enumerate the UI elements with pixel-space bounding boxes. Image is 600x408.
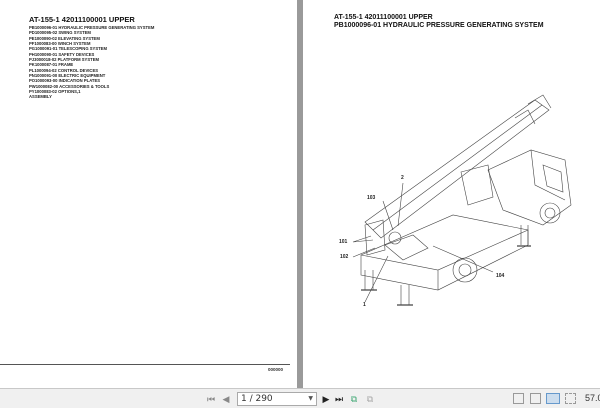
continuous-facing-icon[interactable] [565,393,576,404]
footer-divider [0,364,290,365]
callout-2: 2 [401,175,404,181]
single-page-icon[interactable] [513,393,524,404]
left-page-title: AT-155-1 42011100001 UPPER [29,15,135,24]
page-number-input[interactable]: 1 / 290 ▼ [237,392,317,406]
facing-icon[interactable] [546,393,560,404]
list-item[interactable]: PO1000093-00 INDICATION PLATES [29,78,101,84]
list-item[interactable]: PL1000094-02 CONTROL DEVICES [29,67,99,73]
callout-101: 101 [339,239,348,245]
right-page-subtitle: PB1000096-01 HYDRAULIC PRESSURE GENERATI… [334,22,544,29]
list-item[interactable]: PJ3000018-02 PLATFORM SYSTEM [29,57,99,63]
contents-list: PB1000096-01 HYDRAULIC PRESSURE GENERATI… [29,25,154,100]
list-item[interactable]: PN1000091-00 ELECTRIC EQUIPMENT [29,73,106,79]
chevron-down-icon[interactable]: ▼ [308,395,313,402]
list-item[interactable]: PG1000091-01 TELESCOPING SYSTEM [29,46,107,52]
footer-code: 000000 [268,367,284,372]
next-view-icon[interactable]: ⧉ [366,393,374,404]
viewer-toolbar: ⏮ ◀ 1 / 290 ▼ ▶ ⏭ ⧉ ⧉ 57.0 [0,388,600,408]
right-page: AT-155-1 42011100001 UPPER PB1000096-01 … [303,0,600,388]
previous-page-icon[interactable]: ◀ [222,393,230,404]
zoom-level[interactable]: 57.0 [585,393,600,403]
next-page-icon[interactable]: ▶ [322,393,330,404]
last-page-icon[interactable]: ⏭ [334,393,344,404]
previous-view-icon[interactable]: ⧉ [350,393,358,404]
page-indicator: 1 / 290 [241,394,273,404]
first-page-icon[interactable]: ⏮ [206,393,216,404]
list-item[interactable]: PF1000083-00 WINCH SYSTEM [29,41,91,47]
list-item[interactable]: PD1000095-02 SWING SYSTEM [29,30,91,36]
list-item[interactable]: PY1000083-02 OPTIONS,1 [29,89,81,95]
right-page-title: AT-155-1 42011100001 UPPER [334,14,433,21]
list-item[interactable]: PE1000090-02 ELEVATING SYSTEM [29,35,100,41]
callout-103: 103 [367,195,376,201]
callout-1: 1 [363,302,366,308]
continuous-icon[interactable] [530,393,541,404]
list-item[interactable]: PK1000087-01 FRAME [29,62,74,68]
callout-102: 102 [340,254,349,260]
list-item[interactable]: PH1000090-01 SAFETY DEVICES [29,51,95,57]
left-page: AT-155-1 42011100001 UPPER PB1000096-01 … [0,0,297,388]
truck-crane-diagram [352,94,572,306]
list-item[interactable]: PW1000082-00 ACCESSORIES & TOOLS [29,83,110,89]
list-item[interactable]: ASSEMBLY [29,94,52,100]
list-item[interactable]: PB1000096-01 HYDRAULIC PRESSURE GENERATI… [29,25,155,30]
callout-104: 104 [496,273,505,279]
